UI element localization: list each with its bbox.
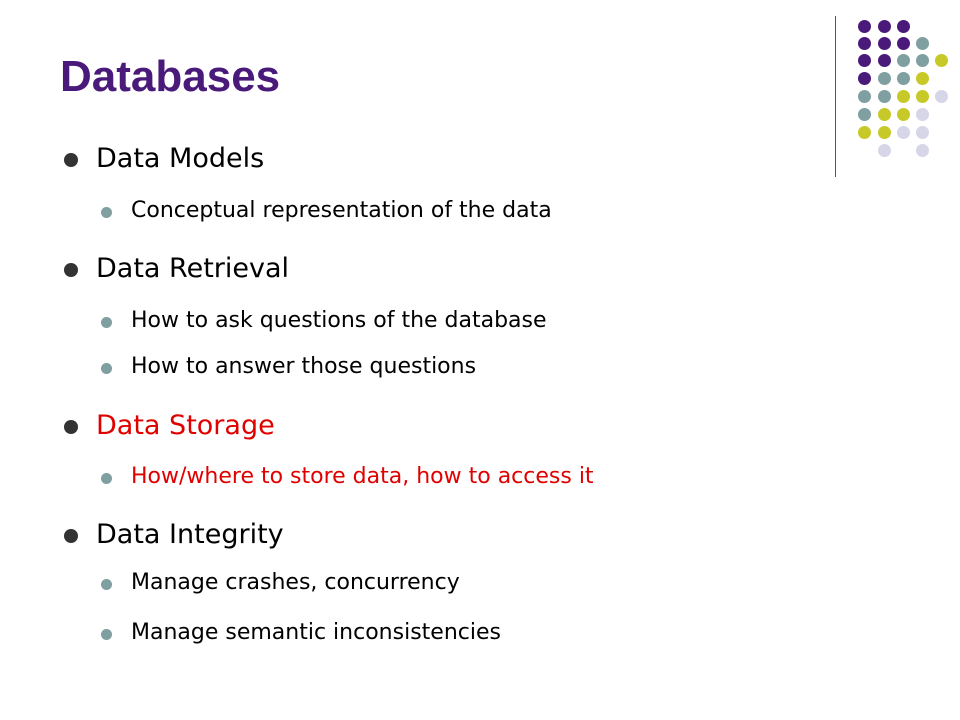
decorative-dot-icon bbox=[858, 72, 871, 85]
bullet-dot-icon bbox=[101, 363, 112, 374]
decorative-dot-icon bbox=[858, 90, 871, 103]
bullet-dot-icon bbox=[101, 317, 112, 328]
bullet-text: Data Integrity bbox=[96, 519, 284, 550]
bullet-text: How/where to store data, how to access i… bbox=[131, 464, 594, 489]
bullet-dot-icon bbox=[101, 579, 112, 590]
bullet-text: Manage semantic inconsistencies bbox=[131, 620, 501, 645]
decorative-divider bbox=[835, 16, 836, 177]
decorative-dot-icon bbox=[916, 90, 929, 103]
bullet-text: Conceptual representation of the data bbox=[131, 198, 552, 223]
bullet-dot-icon bbox=[101, 207, 112, 218]
decorative-dot-icon bbox=[858, 108, 871, 121]
decorative-dot-icon bbox=[878, 144, 891, 157]
decorative-dot-icon bbox=[916, 54, 929, 67]
bullet-dot-icon bbox=[101, 629, 112, 640]
decorative-dot-icon bbox=[916, 126, 929, 139]
bullet-text: Data Retrieval bbox=[96, 253, 290, 284]
decorative-dot-icon bbox=[897, 37, 910, 50]
bullet-dot-icon bbox=[64, 529, 78, 543]
decorative-dot-icon bbox=[897, 54, 910, 67]
decorative-dot-icon bbox=[858, 20, 871, 33]
bullet-text: Data Storage bbox=[96, 410, 275, 441]
decorative-dot-icon bbox=[858, 126, 871, 139]
decorative-dot-icon bbox=[878, 54, 891, 67]
bullet-dot-icon bbox=[101, 473, 112, 484]
slide-title: Databases bbox=[60, 52, 281, 101]
decorative-dot-icon bbox=[935, 90, 948, 103]
decorative-dot-icon bbox=[878, 126, 891, 139]
bullet-dot-icon bbox=[64, 263, 78, 277]
decorative-dot-icon bbox=[878, 20, 891, 33]
bullet-dot-icon bbox=[64, 153, 78, 167]
decorative-dot-icon bbox=[916, 37, 929, 50]
decorative-dot-icon bbox=[897, 72, 910, 85]
bullet-text: Manage crashes, concurrency bbox=[131, 570, 460, 595]
decorative-dot-icon bbox=[897, 90, 910, 103]
decorative-dot-icon bbox=[897, 108, 910, 121]
bullet-text: Data Models bbox=[96, 143, 265, 174]
decorative-dot-icon bbox=[897, 126, 910, 139]
decorative-dot-icon bbox=[878, 90, 891, 103]
decorative-dot-icon bbox=[916, 72, 929, 85]
bullet-dot-icon bbox=[64, 420, 78, 434]
decorative-dot-icon bbox=[916, 144, 929, 157]
decorative-dot-icon bbox=[897, 20, 910, 33]
decorative-dot-icon bbox=[878, 37, 891, 50]
decorative-dot-icon bbox=[858, 37, 871, 50]
decorative-dot-icon bbox=[878, 108, 891, 121]
decorative-dot-icon bbox=[878, 72, 891, 85]
bullet-text: How to answer those questions bbox=[131, 354, 477, 379]
decorative-dot-icon bbox=[858, 54, 871, 67]
decorative-dot-icon bbox=[935, 54, 948, 67]
decorative-dot-icon bbox=[916, 108, 929, 121]
bullet-text: How to ask questions of the database bbox=[131, 308, 547, 333]
